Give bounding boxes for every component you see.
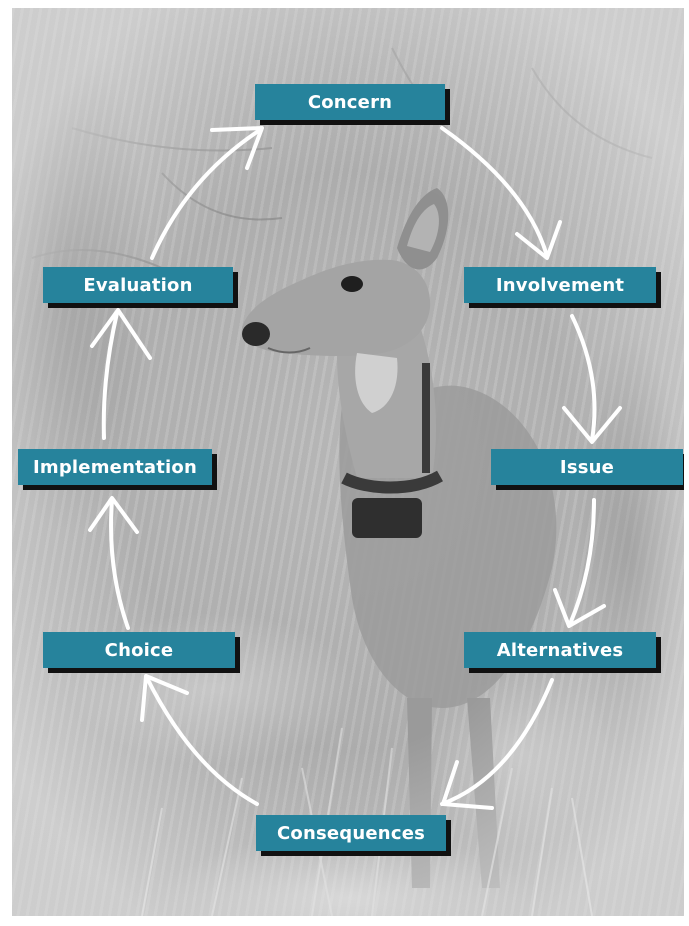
node-alternatives-label: Alternatives <box>497 640 624 661</box>
arrow-concern-to-involvement <box>442 128 547 256</box>
arrow-issue-to-alternatives <box>570 500 594 624</box>
diagram-frame: Concern Involvement Issue Alternatives C… <box>12 8 684 916</box>
node-evaluation-label: Evaluation <box>83 275 192 296</box>
node-consequences-label: Consequences <box>277 823 425 844</box>
node-evaluation: Evaluation <box>43 267 233 303</box>
node-concern: Concern <box>255 84 445 120</box>
arrow-alternatives-to-consequences <box>442 680 552 804</box>
node-alternatives: Alternatives <box>464 632 656 668</box>
node-concern-label: Concern <box>308 92 392 113</box>
arrow-consequences-to-choice <box>147 678 257 804</box>
arrow-implementation-to-evaluation <box>104 313 117 438</box>
arrow-evaluation-to-concern <box>152 130 260 258</box>
node-issue-label: Issue <box>560 457 614 478</box>
node-involvement: Involvement <box>464 267 656 303</box>
node-consequences: Consequences <box>256 815 446 851</box>
node-issue: Issue <box>491 449 683 485</box>
node-choice: Choice <box>43 632 235 668</box>
node-choice-label: Choice <box>105 640 174 661</box>
node-involvement-label: Involvement <box>496 275 624 296</box>
node-implementation-label: Implementation <box>33 457 197 478</box>
node-implementation: Implementation <box>18 449 212 485</box>
